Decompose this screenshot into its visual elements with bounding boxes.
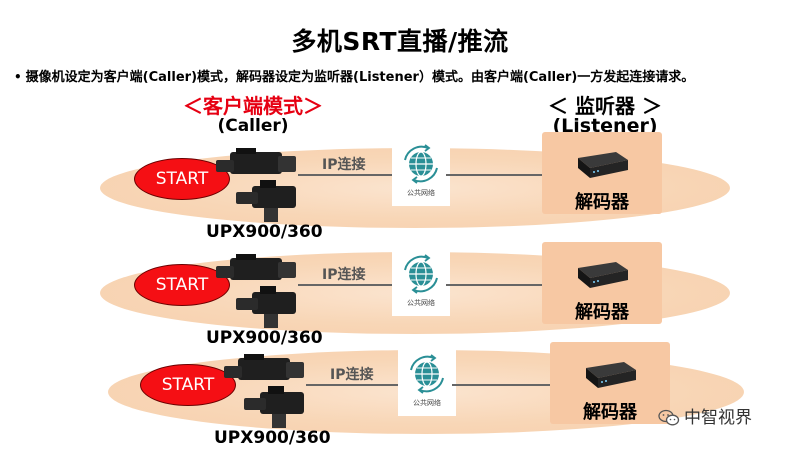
globe-icon bbox=[404, 254, 438, 294]
camera-model-label: UPX900/360 bbox=[206, 328, 323, 348]
caller-mode-heading: ＜客户端模式＞ bbox=[183, 94, 323, 118]
public-network-node: 公共网络 bbox=[392, 140, 450, 206]
connection-row-1: START IP连接 公共网络 bbox=[0, 132, 800, 250]
connection-line bbox=[446, 284, 542, 286]
camera-model-label: UPX900/360 bbox=[214, 428, 331, 448]
public-network-caption: 公共网络 bbox=[413, 399, 441, 407]
connection-line bbox=[298, 174, 392, 176]
description-bullet: •摄像机设定为客户端(Caller)模式，解码器设定为监听器(Listener）… bbox=[14, 66, 694, 85]
decoder-label: 解码器 bbox=[583, 402, 637, 423]
connection-line bbox=[446, 174, 542, 176]
wechat-icon bbox=[658, 409, 680, 426]
caller-sub-heading: (Caller) bbox=[217, 116, 289, 136]
connection-line bbox=[306, 384, 400, 386]
ip-connection-label: IP连接 bbox=[330, 367, 374, 383]
decoder-device-icon bbox=[578, 262, 628, 288]
public-network-node: 公共网络 bbox=[398, 350, 456, 416]
decoder-label: 解码器 bbox=[575, 302, 629, 323]
description-text: 摄像机设定为客户端(Caller)模式，解码器设定为监听器(Listener）模… bbox=[25, 70, 695, 85]
start-button[interactable]: START bbox=[134, 158, 230, 200]
watermark: 中智视界 bbox=[658, 403, 752, 428]
decoder-label: 解码器 bbox=[575, 192, 629, 213]
globe-icon bbox=[410, 354, 444, 394]
camcorder-icon bbox=[216, 254, 296, 328]
ip-connection-label: IP连接 bbox=[322, 267, 366, 283]
listener-sub-heading: (Listener) bbox=[552, 115, 658, 137]
ip-connection-label: IP连接 bbox=[322, 157, 366, 173]
camcorder-icon bbox=[224, 354, 304, 428]
decoder-box: 解码器 bbox=[542, 242, 662, 324]
bullet-dot-icon: • bbox=[14, 70, 22, 84]
start-button[interactable]: START bbox=[140, 364, 236, 406]
decoder-box: 解码器 bbox=[550, 342, 670, 424]
public-network-caption: 公共网络 bbox=[407, 189, 435, 197]
globe-icon bbox=[404, 144, 438, 184]
public-network-caption: 公共网络 bbox=[407, 299, 435, 307]
decoder-box: 解码器 bbox=[542, 132, 662, 214]
connection-row-2: START IP连接 公共网络 bbox=[0, 242, 800, 358]
public-network-node: 公共网络 bbox=[392, 250, 450, 316]
connection-line bbox=[452, 384, 550, 386]
camcorder-icon bbox=[216, 148, 296, 222]
decoder-device-icon bbox=[586, 362, 636, 388]
listener-mode-heading: ＜ 监听器 ＞ bbox=[548, 94, 662, 118]
page-title: 多机SRT直播/推流 bbox=[291, 27, 509, 56]
decoder-device-icon bbox=[578, 152, 628, 178]
watermark-text: 中智视界 bbox=[684, 408, 752, 428]
connection-row-3: START IP连接 公共网络 bbox=[0, 342, 800, 452]
camera-model-label: UPX900/360 bbox=[206, 222, 323, 242]
start-button[interactable]: START bbox=[134, 264, 230, 306]
connection-line bbox=[298, 284, 392, 286]
